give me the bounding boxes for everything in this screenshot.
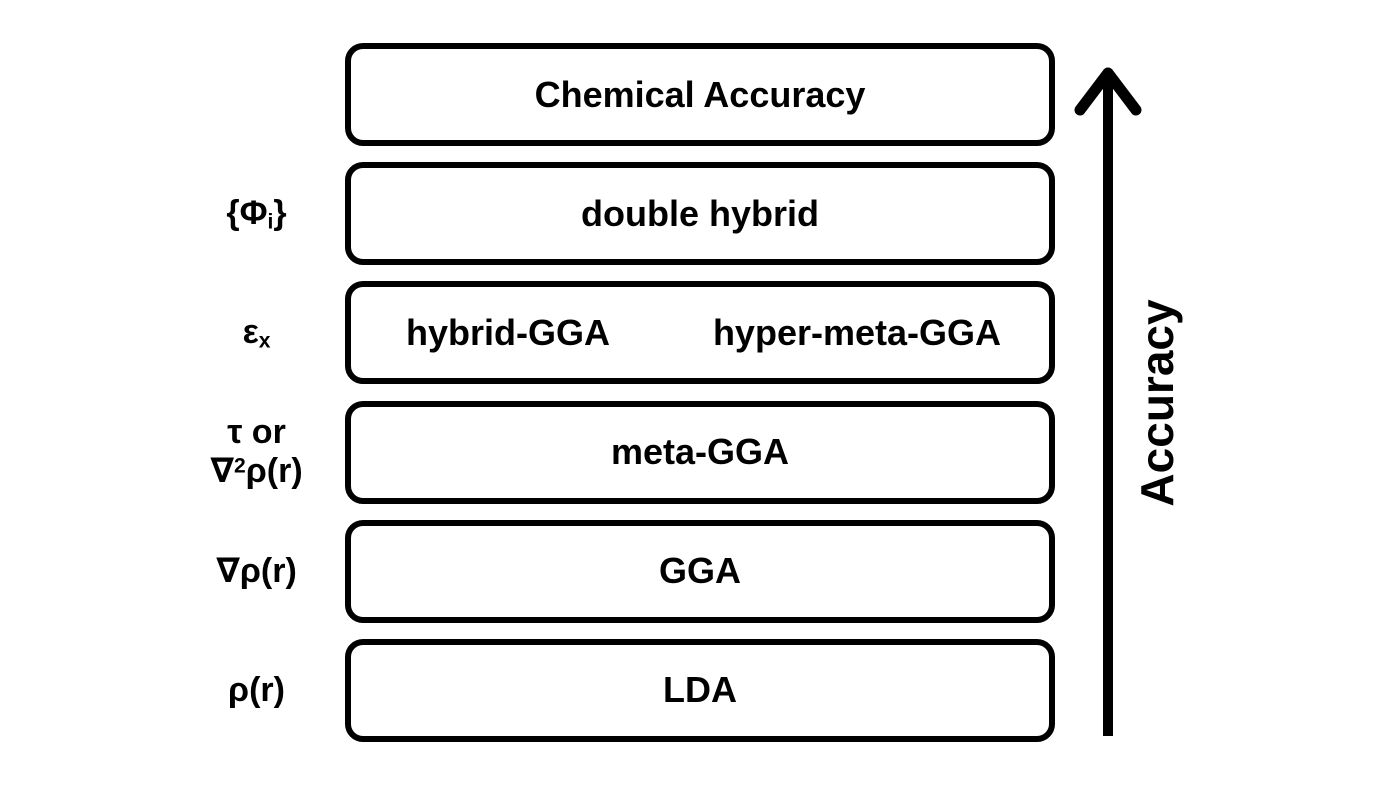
rung-box: meta-GGA xyxy=(345,400,1055,504)
ingredient-label: ρ(r) xyxy=(228,670,285,709)
ingredient-label: {Φi} xyxy=(226,194,287,234)
ladder-rung: ρ(r) LDA xyxy=(150,638,1055,742)
accuracy-arrow-icon xyxy=(1060,60,1160,750)
rung-box: Chemical Accuracy xyxy=(345,43,1055,146)
rung-label: LDA xyxy=(663,669,737,711)
ingredient-label: ∇ρ(r) xyxy=(216,551,297,590)
ladder: Chemical Accuracy {Φi} double hybrid εx … xyxy=(150,43,1055,742)
ingredient-label xyxy=(150,43,345,146)
ladder-rung: ∇ρ(r) GGA xyxy=(150,519,1055,623)
ladder-rung: Chemical Accuracy xyxy=(150,43,1055,146)
rung-label: GGA xyxy=(658,550,741,592)
rung-label: hyper-meta-GGA xyxy=(712,311,1001,353)
rung-box: GGA xyxy=(345,519,1055,623)
rung-box: hybrid-GGA hyper-meta-GGA xyxy=(345,281,1055,385)
ladder-rung: τ or∇2ρ(r) meta-GGA xyxy=(150,400,1055,504)
ladder-rung: {Φi} double hybrid xyxy=(150,162,1055,266)
rung-box: LDA xyxy=(345,638,1055,742)
ingredient-label: εx xyxy=(242,313,271,353)
rung-label: hybrid-GGA xyxy=(406,311,610,353)
ingredient-label: τ or∇2ρ(r) xyxy=(210,412,303,491)
rung-box: double hybrid xyxy=(345,162,1055,266)
accuracy-axis-label: Accuracy xyxy=(1131,299,1183,507)
rung-label: Chemical Accuracy xyxy=(534,73,866,115)
rung-label: double hybrid xyxy=(581,192,819,234)
ladder-rung: εx hybrid-GGA hyper-meta-GGA xyxy=(150,281,1055,385)
rung-label: meta-GGA xyxy=(610,431,790,473)
